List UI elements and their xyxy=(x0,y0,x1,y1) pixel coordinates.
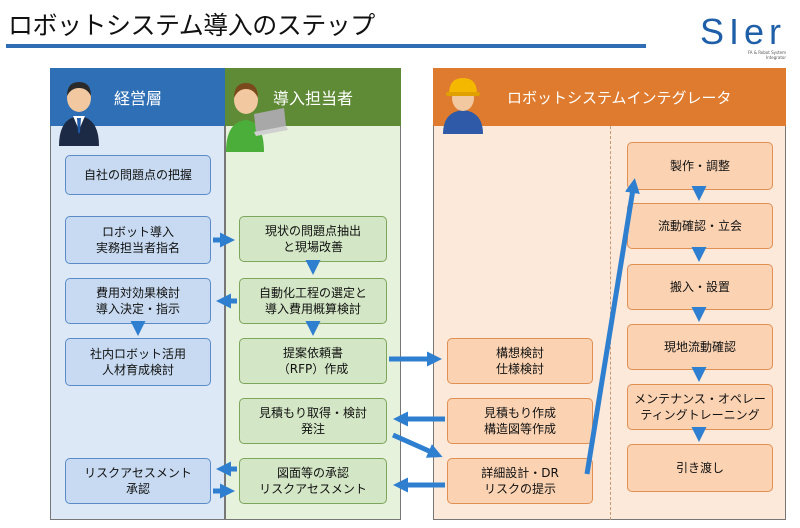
step-line-1: 費用対効果検討 xyxy=(95,286,180,300)
step-line-1: 自動化工程の選定と xyxy=(258,286,367,300)
page-title: ロボットシステム導入のステップ xyxy=(8,11,375,40)
brand-logo: SIer FA & Robot System Integrator xyxy=(699,11,786,61)
step-line-1: 引き渡し xyxy=(675,461,724,475)
businessman-icon xyxy=(57,74,101,146)
step-line-1: 搬入・設置 xyxy=(669,280,730,294)
step-cost-effectiveness: 費用対効果検討導入決定・指示 xyxy=(65,278,211,324)
brand-sub-1: FA & Robot System xyxy=(747,50,786,55)
step-line-2: ティングトレーニング xyxy=(640,408,760,422)
step-detail-design-dr: 詳細設計・DR リスクの提示 xyxy=(447,458,593,504)
step-line-1: メンテナンス・オペレー xyxy=(634,392,766,406)
step-drawing-approval: 図面等の承認リスクアセスメント xyxy=(239,458,387,504)
step-line-1: ロボット導入 xyxy=(101,225,174,239)
step-line-1: 図面等の承認 xyxy=(276,466,349,480)
step-line-1: 提案依頼書 xyxy=(282,346,343,360)
lane-header-system-integrator: ロボットシステムインテグレータ xyxy=(433,68,786,126)
brand-logo-text: SIer xyxy=(699,11,786,52)
arrow-s3-to-r1 xyxy=(584,178,640,475)
step-problem-grasp: 自社の問題点の把握 xyxy=(65,155,211,195)
step-line-1: 見積もり取得・検討 xyxy=(258,406,367,420)
hardhat-worker-icon xyxy=(441,74,485,134)
title-underline xyxy=(6,44,646,48)
step-get-quote-order: 見積もり取得・検討発注 xyxy=(239,398,387,444)
step-line-2: 構造図等作成 xyxy=(483,422,556,436)
worker-laptop-icon xyxy=(224,74,290,152)
step-line-1: 現状の問題点抽出 xyxy=(264,224,361,238)
step-line-1: リスクアセスメント xyxy=(84,466,192,480)
step-line-2: 実務担当者指名 xyxy=(95,241,180,255)
step-line-1: 詳細設計・DR xyxy=(481,466,559,480)
step-line-1: 自社の問題点の把握 xyxy=(83,168,192,182)
step-line-2: 導入費用概算検討 xyxy=(264,302,361,316)
step-line-1: 見積もり作成 xyxy=(483,406,556,420)
step-line-1: 流動確認・立会 xyxy=(657,219,742,233)
step-line-2: （RFP）作成 xyxy=(277,362,349,376)
step-maintenance-training: メンテナンス・オペレーティングトレーニング xyxy=(627,384,773,430)
step-line-2: リスクアセスメント xyxy=(259,482,367,496)
step-line-2: 発注 xyxy=(300,422,325,436)
brand-sub-2: Integrator xyxy=(765,55,786,60)
step-appoint-staff: ロボット導入実務担当者指名 xyxy=(65,216,211,264)
step-line-1: 社内ロボット活用 xyxy=(89,347,186,361)
step-line-1: 現地流動確認 xyxy=(663,340,736,354)
step-line-1: 製作・調整 xyxy=(669,159,730,173)
step-quote-structure: 見積もり作成構造図等作成 xyxy=(447,398,593,444)
step-concept-spec: 構想検討仕様検討 xyxy=(447,338,593,384)
step-select-process: 自動化工程の選定と導入費用概算検討 xyxy=(239,278,387,324)
step-line-2: 仕様検討 xyxy=(495,362,544,376)
step-manufacture-adjust: 製作・調整 xyxy=(627,142,773,190)
step-create-rfp: 提案依頼書 （RFP）作成 xyxy=(239,338,387,384)
step-line-2: と現場改善 xyxy=(282,240,343,254)
step-line-1: 構想検討 xyxy=(495,346,544,360)
step-line-2: リスクの提示 xyxy=(483,482,556,496)
step-handover: 引き渡し xyxy=(627,444,773,492)
step-line-2: 導入決定・指示 xyxy=(95,302,180,316)
step-hr-development: 社内ロボット活用人材育成検討 xyxy=(65,338,211,386)
step-line-2: 人材育成検討 xyxy=(101,363,174,377)
step-line-2: 承認 xyxy=(125,482,150,496)
step-risk-approval: リスクアセスメント承認 xyxy=(65,458,211,504)
arrow-i4-to-s3 xyxy=(391,432,443,458)
step-flow-check-witness: 流動確認・立会 xyxy=(627,203,773,249)
